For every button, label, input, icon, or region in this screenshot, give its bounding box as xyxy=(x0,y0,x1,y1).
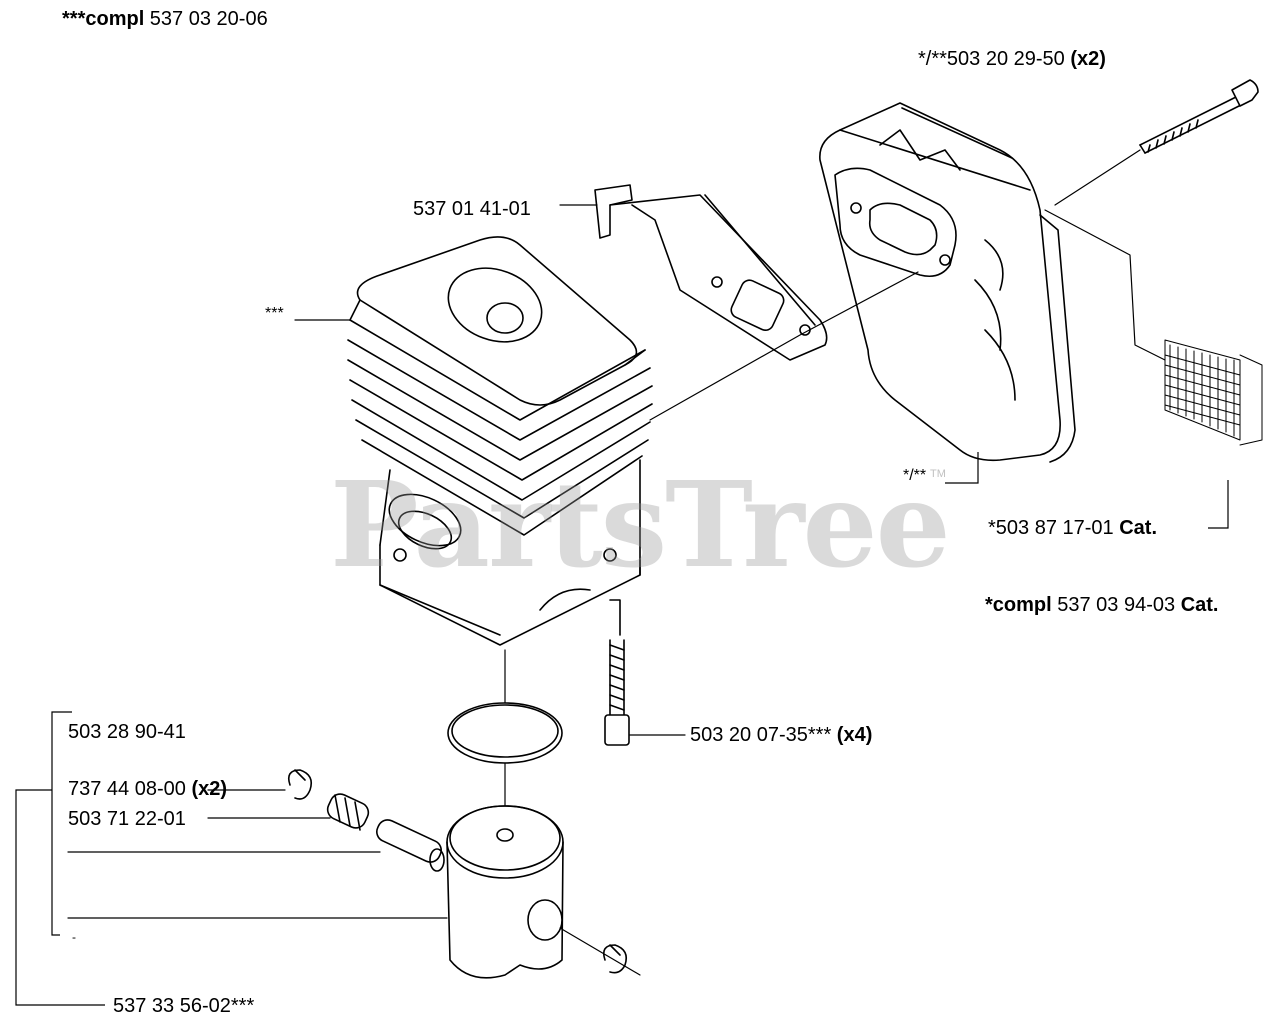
label-bracket: 537 01 41-01 xyxy=(413,198,531,220)
label-small-mark: - xyxy=(72,930,76,944)
watermark: PartsTree xyxy=(330,455,951,594)
label-circlip: 737 44 08-00 (x2) xyxy=(68,778,228,800)
small-parts-drawing xyxy=(67,769,628,974)
gasket-bracket-drawing xyxy=(559,184,828,361)
cylinder-bolt-drawing xyxy=(604,599,686,746)
label-cylinder-bolt: 503 20 07-35*** (x4) xyxy=(690,724,873,746)
piston-drawing xyxy=(446,805,641,979)
spark-screen-drawing xyxy=(1044,209,1263,446)
label-needle-bearing: 503 71 22-01 xyxy=(68,808,186,830)
label-muffler: */** xyxy=(903,467,927,484)
kit-title: ***compl 537 03 20-06 xyxy=(62,8,268,30)
cylinder-drawing xyxy=(294,236,919,646)
muffler-drawing xyxy=(819,102,1076,463)
leader-lines xyxy=(15,452,1229,1006)
piston-ring-drawing xyxy=(447,649,563,831)
label-spark-screen: *503 87 17-01 Cat. xyxy=(988,517,1158,539)
label-muffler-kit: *compl 537 03 94-03 Cat. xyxy=(985,594,1219,616)
watermark-tm: TM xyxy=(930,468,946,480)
label-cylinder: *** xyxy=(265,305,284,322)
muffler-bolt-drawing xyxy=(1054,79,1259,206)
label-piston-ring: 503 28 90-41 xyxy=(68,721,186,743)
label-muffler-bolt: */**503 20 29-50 (x2) xyxy=(918,48,1106,70)
label-piston-kit: 537 33 56-02*** xyxy=(113,995,255,1017)
